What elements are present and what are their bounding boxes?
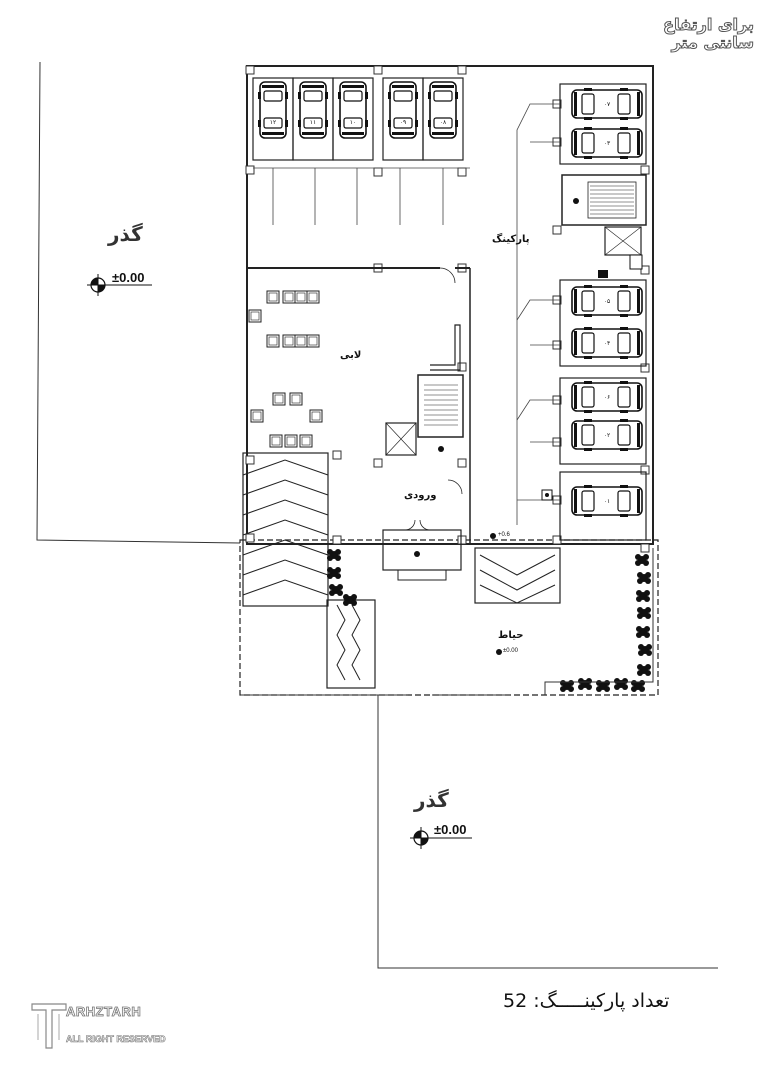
lobby-furniture: [248, 290, 323, 448]
left-ramp: [242, 452, 329, 607]
right-parking-numbers: ۰۷ ۰۳ ۰۵ ۰۴ ۰۶ ۰۲ ۰۱: [604, 102, 611, 505]
accessible-parking-icon: [541, 489, 553, 501]
parking-number: ۱۰: [350, 120, 356, 126]
building-outline: [239, 65, 659, 696]
parking-number: ۰۵: [604, 299, 610, 305]
elevation-marker-bottom: [409, 826, 472, 850]
top-parking-bays: [252, 77, 464, 161]
elevation-label-top: ±0.00: [112, 270, 145, 285]
right-bay-lines: [516, 103, 560, 525]
entrance-vestibule: [382, 519, 462, 581]
lobby-label: لابی: [340, 350, 362, 361]
parking-count: تعداد پارکینـــــگ: 52: [503, 990, 669, 1012]
parking-count-value: 52: [503, 990, 528, 1012]
accessible-icon-core: [598, 254, 643, 278]
parking-number: ۰۸: [440, 120, 447, 126]
tree-planters: [327, 549, 652, 692]
small-elevation-markers: [414, 198, 579, 655]
top-bay-lines: [253, 167, 470, 225]
yard-ramp: [326, 599, 376, 689]
title-line-1: برای ارتفاع: [663, 15, 755, 34]
top-parking-cars: [257, 81, 459, 139]
logo-mark-icon: [31, 1003, 67, 1049]
parking-number: ۱۲: [270, 120, 276, 126]
plot-boundary: [36, 61, 718, 969]
top-parking-numbers: ۱۲ ۱۱ ۱۰ ۰۹ ۰۸: [270, 120, 447, 126]
right-ramp: [474, 547, 561, 604]
logo-tagline: ALL RIGHT RESERVED: [66, 1034, 166, 1045]
yard-elevation-label: ±0.00: [503, 648, 518, 654]
yard-label: حیاط: [498, 630, 524, 641]
lobby-area: [247, 267, 471, 545]
street-label-bottom: گذر: [414, 788, 449, 812]
entrance-label: ورودی: [404, 490, 437, 501]
parking-area-label: پارکینگ: [492, 234, 530, 245]
parking-number: ۰۷: [604, 102, 611, 108]
ramp-elevation-label: +0.6: [498, 532, 510, 538]
parking-number: ۰۲: [604, 433, 610, 439]
stair-core: [561, 174, 647, 256]
parking-number: ۱۱: [310, 120, 316, 126]
logo-name: ARHZTARH: [66, 1004, 142, 1020]
street-label-top: گذر: [108, 222, 143, 246]
drawing-title: برای ارتفاع سانتی متر: [604, 15, 755, 56]
parking-number: ۰۴: [604, 341, 610, 347]
elevation-label-bottom: ±0.00: [434, 822, 467, 837]
lobby-stair: [385, 374, 464, 495]
watermark-logo: ARHZTARH ALL RIGHT RESERVED: [30, 1000, 180, 1052]
right-parking-bays: [559, 83, 647, 541]
parking-number: ۰۹: [400, 120, 406, 126]
parking-number: ۰۳: [604, 141, 611, 147]
title-line-2: سانتی متر: [671, 33, 754, 52]
parking-number: ۰۱: [604, 499, 610, 505]
parking-count-label: تعداد پارکینـــــگ:: [533, 990, 670, 1012]
parking-number: ۰۶: [604, 395, 610, 401]
elevation-marker-top: [86, 273, 152, 297]
planter-border: [544, 548, 654, 695]
